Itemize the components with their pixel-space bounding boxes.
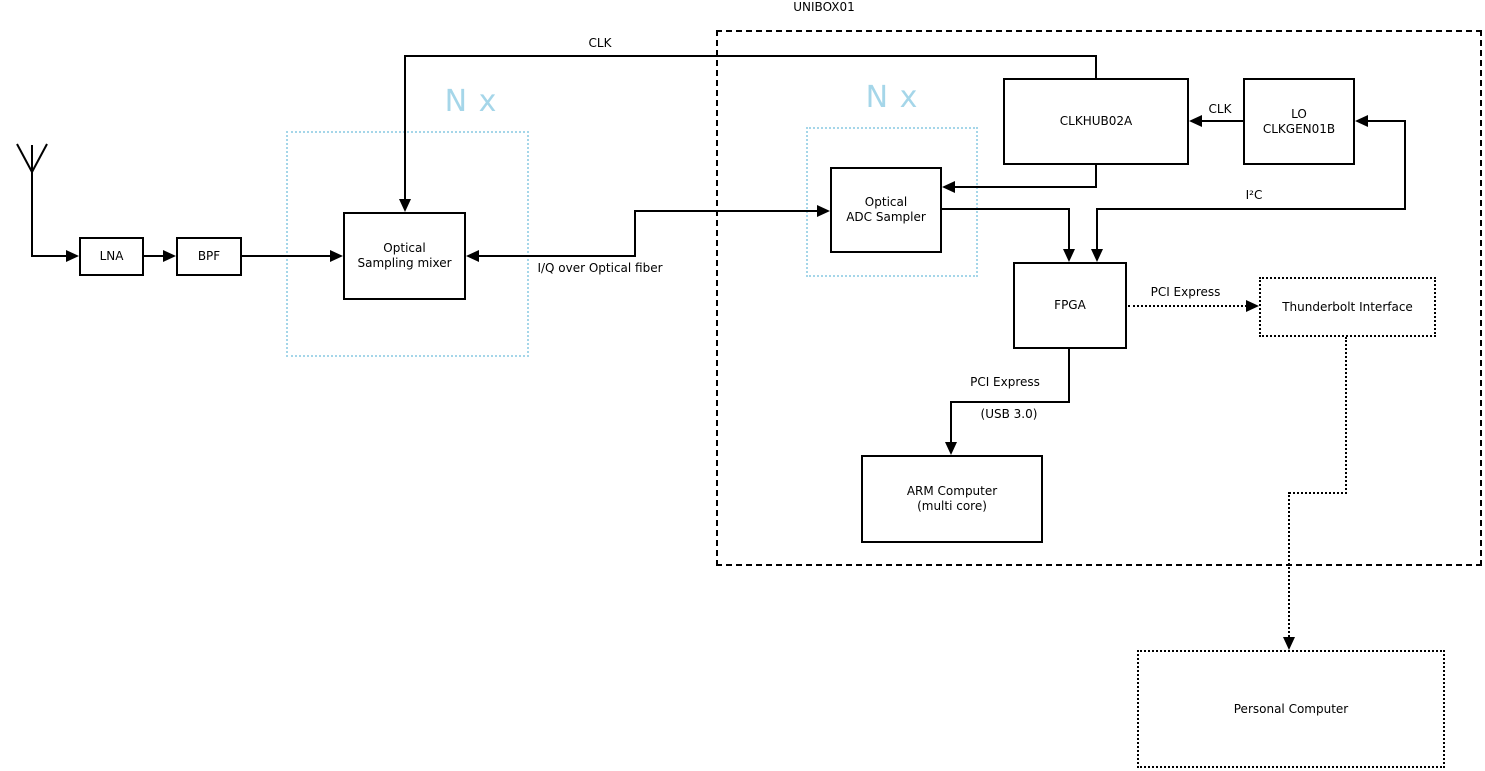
- edge-clk-mixer-vline: [404, 56, 406, 200]
- edge-i2c-vline: [1404, 120, 1406, 210]
- arrow-i2c-into-lo: [1355, 115, 1368, 127]
- edge-iq-jog-vline: [634, 210, 636, 257]
- node-arm-label-line1: ARM Computer: [906, 484, 998, 498]
- unibox01-title: UNIBOX01: [793, 0, 855, 14]
- node-personal-computer: Personal Computer: [1137, 650, 1445, 768]
- edge-thunderbolt-pc-hline: [1289, 492, 1347, 494]
- node-lo-label-line2: CLKGEN01B: [1262, 121, 1336, 136]
- edge-i2c-hline: [1096, 208, 1406, 210]
- node-pc-label: Personal Computer: [1233, 701, 1349, 716]
- edge-label-clk-lo-hub: CLK: [1208, 102, 1232, 116]
- edge-label-clk-top: CLK: [588, 36, 612, 50]
- arrow-into-mixer-left: [330, 250, 343, 262]
- arrow-clk-into-adc-right: [942, 181, 955, 193]
- node-fpga: FPGA: [1013, 262, 1127, 349]
- nx-group-mixer: [286, 131, 529, 357]
- edge-clk-top-hline: [404, 55, 1097, 57]
- edge-iq-mixer-hline: [479, 255, 635, 257]
- edge-lo-clkhub-line: [1202, 120, 1243, 122]
- node-clkhub02a: CLKHUB02A: [1003, 78, 1189, 165]
- arrow-i2c-into-fpga-top: [1091, 249, 1103, 262]
- nx-label-adc: N x: [865, 80, 919, 115]
- edge-i2c-fpga-vline: [1096, 208, 1098, 249]
- unibox01-boundary: [716, 30, 1482, 566]
- arrow-clk-into-clkhub: [1189, 115, 1202, 127]
- node-thunderbolt-interface: Thunderbolt Interface: [1259, 277, 1436, 337]
- arrow-adc-into-fpga-top: [1063, 249, 1075, 262]
- node-lna: LNA: [79, 237, 144, 276]
- node-optical-adc-sampler: Optical ADC Sampler: [830, 167, 942, 253]
- node-optical-sampling-mixer: Optical Sampling mixer: [343, 212, 466, 300]
- node-lo-clkgen01b: LO CLKGEN01B: [1243, 78, 1355, 165]
- node-clkhub02a-label: CLKHUB02A: [1059, 114, 1133, 128]
- node-mixer-label-line2: Sampling mixer: [357, 256, 452, 270]
- arrow-into-bpf: [163, 250, 176, 262]
- edge-thunderbolt-pc-vline2: [1288, 492, 1290, 637]
- edge-bpf-mixer-line: [242, 255, 331, 257]
- node-fpga-label: FPGA: [1054, 298, 1086, 312]
- nx-group-adc: [806, 127, 978, 277]
- arrow-into-personal-computer: [1283, 637, 1295, 650]
- arrow-into-lna: [66, 250, 79, 262]
- edge-label-iq-fiber: I/Q over Optical fiber: [537, 261, 663, 275]
- arrow-into-arm-computer: [945, 442, 957, 455]
- node-thunderbolt-label: Thunderbolt Interface: [1282, 299, 1413, 314]
- edge-fpga-arm-vline2: [950, 401, 952, 443]
- node-lo-label-line1: LO: [1291, 106, 1307, 121]
- arrow-iq-into-adc-left: [817, 205, 830, 217]
- edge-fpga-thunderbolt-dotted: [1128, 305, 1247, 307]
- antenna-icon: [16, 143, 48, 257]
- edge-thunderbolt-pc-vline1: [1345, 337, 1347, 494]
- edge-iq-adc-hline: [634, 210, 817, 212]
- edge-label-i2c: I²C: [1245, 188, 1263, 202]
- arrow-iq-into-mixer-right: [466, 250, 479, 262]
- edge-i2c-lo-hline: [1368, 120, 1406, 122]
- node-arm-label-line2: (multi core): [917, 499, 987, 513]
- edge-label-pcie-thunderbolt: PCI Express: [1150, 285, 1221, 299]
- edge-antenna-lna-line: [31, 255, 67, 257]
- edge-label-usb: (USB 3.0): [980, 407, 1038, 421]
- edge-lna-bpf-line: [144, 255, 164, 257]
- nx-label-mixer: N x: [444, 84, 498, 119]
- edge-fpga-arm-vline1: [1068, 349, 1070, 403]
- node-lna-label: LNA: [99, 249, 124, 263]
- node-arm-computer: ARM Computer (multi core): [861, 455, 1043, 543]
- edge-adc-fpga-vline: [1068, 208, 1070, 249]
- node-bpf-label: BPF: [197, 249, 221, 263]
- node-adc-label-line1: Optical: [864, 195, 908, 209]
- edge-clk-adc-hline: [944, 186, 1096, 188]
- node-bpf: BPF: [176, 237, 242, 276]
- node-mixer-label-line1: Optical: [383, 241, 426, 255]
- edge-adc-fpga-hline: [942, 208, 1070, 210]
- node-adc-label-line2: ADC Sampler: [846, 210, 926, 224]
- edge-label-pcie-arm: PCI Express: [970, 375, 1040, 389]
- arrow-pcie-into-thunderbolt: [1246, 300, 1259, 312]
- arrow-clk-into-mixer-top: [399, 199, 411, 212]
- edge-fpga-arm-hline: [950, 401, 1070, 403]
